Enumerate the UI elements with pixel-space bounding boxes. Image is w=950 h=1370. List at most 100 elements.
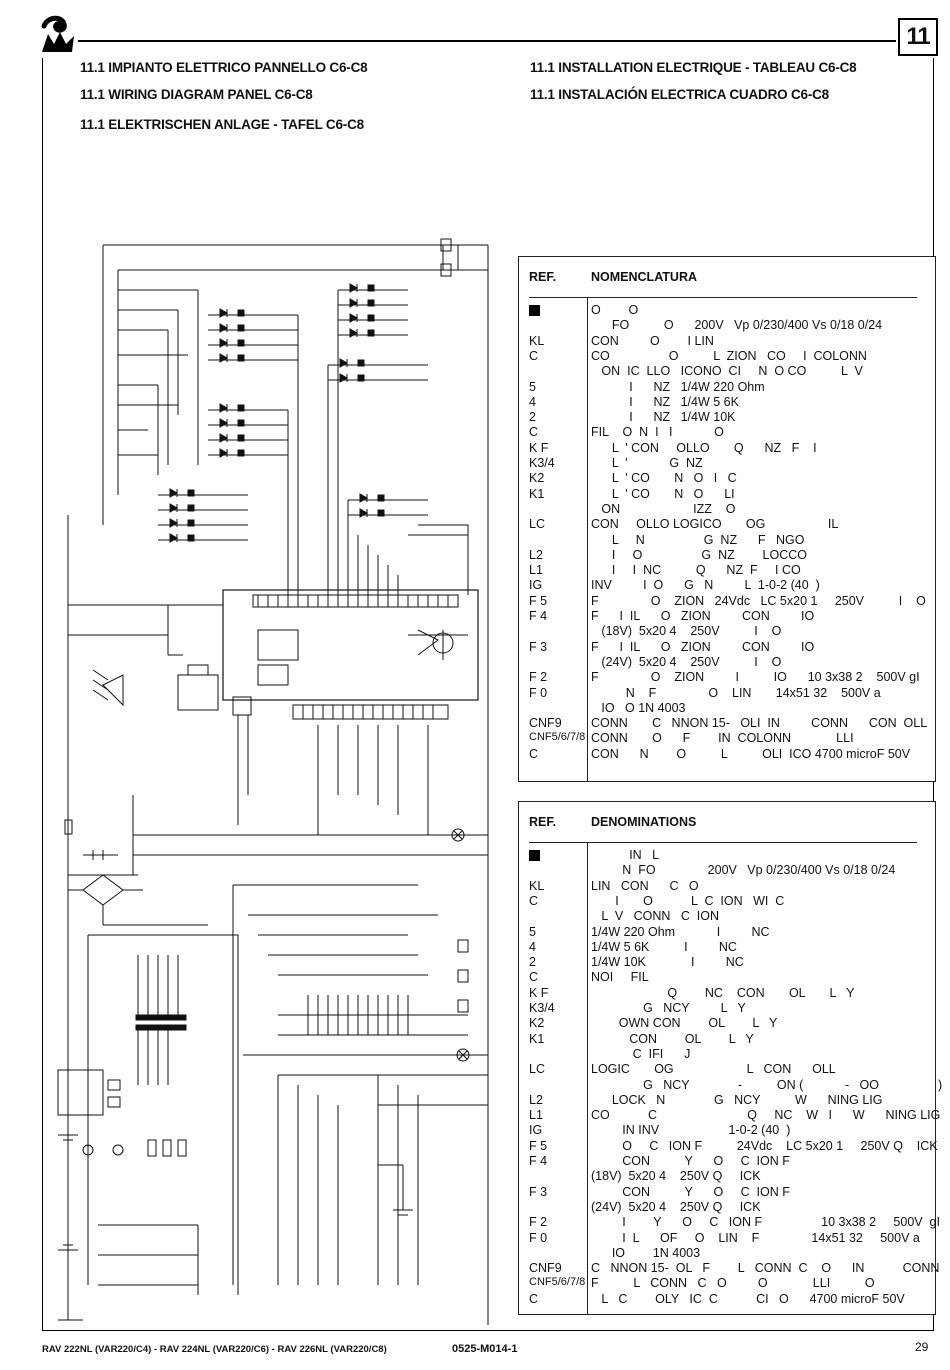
title-german: 11.1 ELEKTRISCHEN ANLAGE - TAFEL C6-C8 bbox=[80, 117, 364, 132]
footer-doc-code: 0525-M014-1 bbox=[452, 1343, 518, 1355]
table-row: F 0 I L OF O LIN F 14x51 32 500V a bbox=[519, 1231, 935, 1246]
table-row: K3/4 L ' G NZ bbox=[519, 456, 935, 471]
title-spanish: 11.1 INSTALACIÓN ELECTRICA CUADRO C6-C8 bbox=[530, 87, 829, 102]
row-description: NOI FIL bbox=[591, 970, 649, 985]
table-row: IO O 1N 4003 bbox=[519, 701, 935, 716]
table-header: REF. DENOMINATIONS bbox=[519, 802, 935, 842]
table-row: G NCY - ON ( - OO ) bbox=[519, 1078, 942, 1093]
row-ref: CNF9 bbox=[529, 1261, 562, 1276]
row-description: O C ION F 24Vdc LC 5x20 1 250V Q ICK bbox=[591, 1138, 938, 1153]
row-description: F L CONN C O O LLI O bbox=[591, 1276, 875, 1291]
terminal-icon bbox=[357, 359, 365, 367]
terminal-icon bbox=[367, 284, 375, 292]
table-row: FO O 200V Vp 0/230/400 Vs 0/18 0/24 bbox=[519, 318, 935, 333]
terminal-icon bbox=[237, 449, 245, 457]
table-row: N FO 200V Vp 0/230/400 Vs 0/18 0/24 bbox=[519, 863, 935, 878]
row-description: I Y O C ION F 10 3x38 2 500V gI bbox=[591, 1215, 940, 1230]
diode-icon bbox=[169, 533, 179, 543]
table-row: K1 L ' CO N O LI bbox=[519, 487, 935, 502]
row-description: ON IZZ O bbox=[591, 501, 736, 516]
table-row: 2 I NZ 1/4W 10K bbox=[519, 410, 935, 425]
header-divider bbox=[529, 842, 917, 843]
table-row: 2 1/4W 10K I NC bbox=[519, 955, 935, 970]
row-ref: C bbox=[529, 1291, 539, 1306]
black-square-icon bbox=[529, 850, 540, 861]
row-description: 1/4W 10K I NC bbox=[591, 955, 744, 970]
table-row: (24V) 5x20 4 250V I O bbox=[519, 655, 935, 670]
row-description: L ' CO N O I C bbox=[591, 471, 737, 486]
terminal-icon bbox=[237, 324, 245, 332]
table-row: L2 LOCK N G NCY W NING LIG bbox=[519, 1093, 935, 1108]
row-ref: 2 bbox=[529, 955, 536, 970]
row-ref: 5 bbox=[529, 924, 536, 939]
row-description: F O ZION I IO 10 3x38 2 500V gI bbox=[591, 670, 920, 685]
diode-icon bbox=[219, 433, 229, 443]
row-description: LOGIC OG L CON OLL bbox=[591, 1062, 836, 1077]
row-description: F I IL O ZION CON IO bbox=[591, 639, 815, 654]
row-description: C IFI J bbox=[591, 1046, 691, 1061]
row-ref: F 2 bbox=[529, 670, 548, 685]
row-description: F I IL O ZION CON IO bbox=[591, 609, 815, 623]
row-description: FIL O N I I O bbox=[591, 425, 724, 440]
row-ref: CNF9 bbox=[529, 716, 562, 731]
row-ref: CNF5/6/7/8 bbox=[529, 1276, 586, 1289]
table-row: K3/4 G NCY L Y bbox=[519, 1001, 935, 1016]
row-ref: C bbox=[529, 970, 539, 985]
row-description: CON OLLO LOGICO OG IL bbox=[591, 517, 839, 532]
row-ref: K F bbox=[529, 985, 549, 1000]
row-description: 1/4W 220 Ohm I NC bbox=[591, 924, 770, 939]
diode-icon bbox=[219, 448, 229, 458]
row-ref: L2 bbox=[529, 547, 543, 562]
col-ref-header: REF. bbox=[529, 270, 557, 284]
terminal-icon bbox=[237, 309, 245, 317]
row-ref: F 4 bbox=[529, 609, 548, 623]
table-row: F 0 N F O LIN 14x51 32 500V a bbox=[519, 686, 935, 701]
row-description: L C OLY IC C CI O 4700 microF 50V bbox=[591, 1291, 905, 1306]
terminal-icon bbox=[187, 519, 195, 527]
row-description: LOCK N G NCY W NING LIG bbox=[591, 1092, 883, 1107]
table-row: F 4 F I IL O ZION CON IO bbox=[519, 609, 935, 624]
diode-icon bbox=[169, 518, 179, 528]
row-description: CON Y O C ION F bbox=[591, 1184, 790, 1199]
diode-icon bbox=[219, 308, 229, 318]
chapter-box: 11 bbox=[898, 18, 938, 56]
table-row: C IFI J bbox=[519, 1047, 935, 1062]
row-ref: C bbox=[529, 348, 539, 363]
table-row: L V CONN C ION bbox=[519, 909, 935, 924]
diode-icon bbox=[349, 283, 359, 293]
terminal-icon bbox=[237, 354, 245, 362]
row-ref: F 4 bbox=[529, 1154, 548, 1168]
row-description: N F O LIN 14x51 32 500V a bbox=[591, 685, 881, 700]
row-description: F O ZION 24Vdc LC 5x20 1 250V I O bbox=[591, 593, 926, 608]
row-ref: KL bbox=[529, 878, 545, 893]
row-description: L ' CON OLLO Q NZ F I bbox=[591, 440, 817, 455]
wiring-diagram-svg bbox=[57, 238, 489, 1325]
diode-icon bbox=[219, 418, 229, 428]
row-ref: F 5 bbox=[529, 1138, 548, 1153]
row-description: I L OF O LIN F 14x51 32 500V a bbox=[591, 1230, 920, 1245]
row-ref: 2 bbox=[529, 410, 536, 425]
diode-icon bbox=[219, 323, 229, 333]
table-row: (18V) 5x20 4 250V I O bbox=[519, 624, 935, 639]
row-ref: KL bbox=[529, 333, 545, 348]
title-english: 11.1 WIRING DIAGRAM PANEL C6-C8 bbox=[80, 87, 313, 102]
table-row: K F Q NC CON OL L Y bbox=[519, 986, 935, 1001]
table-row: K2 L ' CO N O I C bbox=[519, 471, 935, 486]
row-description: CONN C NNON 15- OLI IN CONN CON OLL bbox=[591, 716, 928, 731]
table-row: F 2 I Y O C ION F 10 3x38 2 500V gI bbox=[519, 1215, 940, 1230]
row-description: (24V) 5x20 4 250V Q ICK bbox=[591, 1199, 761, 1214]
row-ref: C bbox=[529, 893, 539, 908]
row-description: L V CONN C ION bbox=[591, 909, 720, 924]
row-ref: C bbox=[529, 746, 539, 761]
row-ref: K3/4 bbox=[529, 456, 555, 470]
row-description: ON IC LLO ICONO CI N O CO L V bbox=[591, 364, 863, 379]
terminal-icon bbox=[237, 404, 245, 412]
